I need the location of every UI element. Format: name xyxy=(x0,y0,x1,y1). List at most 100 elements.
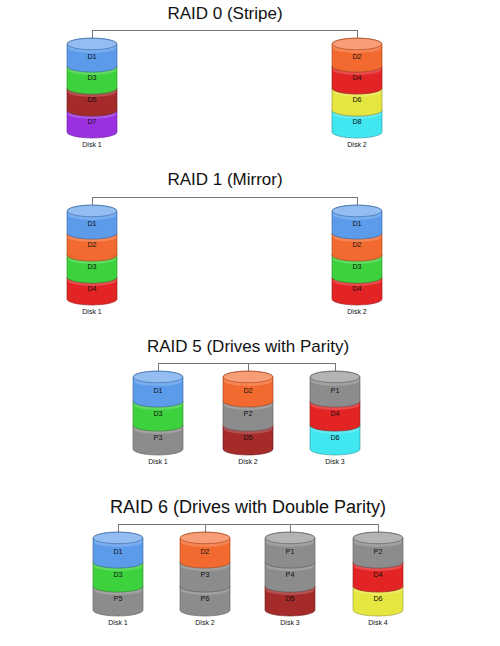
data-block: P3 xyxy=(180,556,230,592)
disk-label: Disk 1 xyxy=(82,140,101,149)
section-title: RAID 6 (Drives with Double Parity) xyxy=(110,497,386,517)
block-label: D3 xyxy=(332,262,382,271)
data-block: D2 xyxy=(332,227,382,261)
cylinder-top xyxy=(332,205,381,216)
data-block: D4 xyxy=(353,556,403,592)
data-block: D1 xyxy=(67,205,117,239)
disk-stack: P6 P3 D2Disk 2 xyxy=(180,532,230,628)
block-label: P4 xyxy=(265,570,315,579)
segment-body xyxy=(265,532,315,568)
data-block: D6 xyxy=(353,580,403,616)
block-label: P1 xyxy=(265,547,315,556)
cylinder-top xyxy=(67,38,116,49)
disk-stack: D4D3D2D1Disk 2 xyxy=(332,205,382,317)
bracket-line xyxy=(158,363,336,371)
data-block: D2 xyxy=(332,38,382,72)
disk-label: Disk 2 xyxy=(238,457,257,466)
block-label: D8 xyxy=(332,117,382,126)
block-label: D1 xyxy=(67,219,117,228)
block-label: P2 xyxy=(353,547,403,556)
block-label: D2 xyxy=(67,240,117,249)
data-block: D7 xyxy=(67,104,117,138)
data-block: P2 xyxy=(353,532,403,568)
data-block: D3 xyxy=(332,249,382,283)
block-label: P6 xyxy=(180,594,230,603)
block-label: D6 xyxy=(310,433,360,442)
disk-stack: D6 D4 P2Disk 4 xyxy=(353,532,403,628)
cylinder-top xyxy=(93,532,142,543)
block-label: D1 xyxy=(67,52,117,61)
data-block: D1 xyxy=(133,371,183,407)
data-block: D2 xyxy=(223,371,273,407)
data-block: D3 xyxy=(133,395,183,431)
segment-body xyxy=(67,205,117,239)
cylinder-top xyxy=(265,532,314,543)
block-label: D4 xyxy=(353,570,403,579)
data-block: P6 xyxy=(180,580,230,616)
data-block: P4 xyxy=(265,556,315,592)
cylinder-top xyxy=(180,532,229,543)
data-block: D2 xyxy=(180,532,230,568)
segment-body xyxy=(332,38,382,72)
data-block: P2 xyxy=(223,395,273,431)
block-label: D5 xyxy=(67,95,117,104)
data-block: P1 xyxy=(265,532,315,568)
disk-label: Disk 2 xyxy=(195,618,214,627)
data-block: D1 xyxy=(93,532,143,568)
disk-stack: D4D3D2D1Disk 1 xyxy=(67,205,117,317)
data-block: D3 xyxy=(67,60,117,94)
data-block: D5 xyxy=(67,82,117,116)
disk-label: Disk 4 xyxy=(368,618,387,627)
segment-body xyxy=(133,371,183,407)
data-block: D1 xyxy=(67,38,117,72)
cylinder-top xyxy=(133,371,182,382)
cylinder-top xyxy=(310,371,359,382)
block-label: D1 xyxy=(93,547,143,556)
bracket-line xyxy=(92,197,358,205)
block-label: P5 xyxy=(93,594,143,603)
disk-stack: D8 D6 D4 D2Disk 2 xyxy=(332,38,382,150)
data-block: D3 xyxy=(67,249,117,283)
data-block: D5 xyxy=(223,419,273,455)
disk-label: Disk 2 xyxy=(347,307,366,316)
data-block: P1 xyxy=(310,371,360,407)
disk-stack: D5 P2D2Disk 2 xyxy=(223,371,273,467)
block-label: D2 xyxy=(180,547,230,556)
cylinder-top xyxy=(353,532,402,543)
block-label: D2 xyxy=(332,52,382,61)
block-label: D3 xyxy=(133,409,183,418)
block-label: D3 xyxy=(67,262,117,271)
segment-body xyxy=(223,371,273,407)
block-label: D4 xyxy=(310,409,360,418)
block-label: D5 xyxy=(265,594,315,603)
data-block: D6 xyxy=(332,82,382,116)
data-block: P3 xyxy=(133,419,183,455)
block-label: P3 xyxy=(180,570,230,579)
block-label: P1 xyxy=(310,386,360,395)
block-label: D6 xyxy=(353,594,403,603)
data-block: D4 xyxy=(332,60,382,94)
data-block: D4 xyxy=(67,271,117,305)
data-block: D1 xyxy=(332,205,382,239)
block-label: D4 xyxy=(67,284,117,293)
bracket-line xyxy=(118,524,379,532)
disk-stack: D6D4P1Disk 3 xyxy=(310,371,360,467)
bracket-line xyxy=(92,30,358,38)
segment-body xyxy=(93,532,143,568)
data-block: D2 xyxy=(67,227,117,261)
disk-label: Disk 2 xyxy=(347,140,366,149)
block-label: D2 xyxy=(223,386,273,395)
data-block: D4 xyxy=(310,395,360,431)
segment-body xyxy=(310,371,360,407)
cylinder-top xyxy=(332,38,381,49)
block-label: D7 xyxy=(67,117,117,126)
cylinder-top xyxy=(223,371,272,382)
data-block: P5 xyxy=(93,580,143,616)
data-block: D6 xyxy=(310,419,360,455)
block-label: D5 xyxy=(223,433,273,442)
block-label: D4 xyxy=(332,73,382,82)
section-title: RAID 1 (Mirror) xyxy=(167,170,282,190)
block-label: D2 xyxy=(332,240,382,249)
block-label: D6 xyxy=(332,95,382,104)
